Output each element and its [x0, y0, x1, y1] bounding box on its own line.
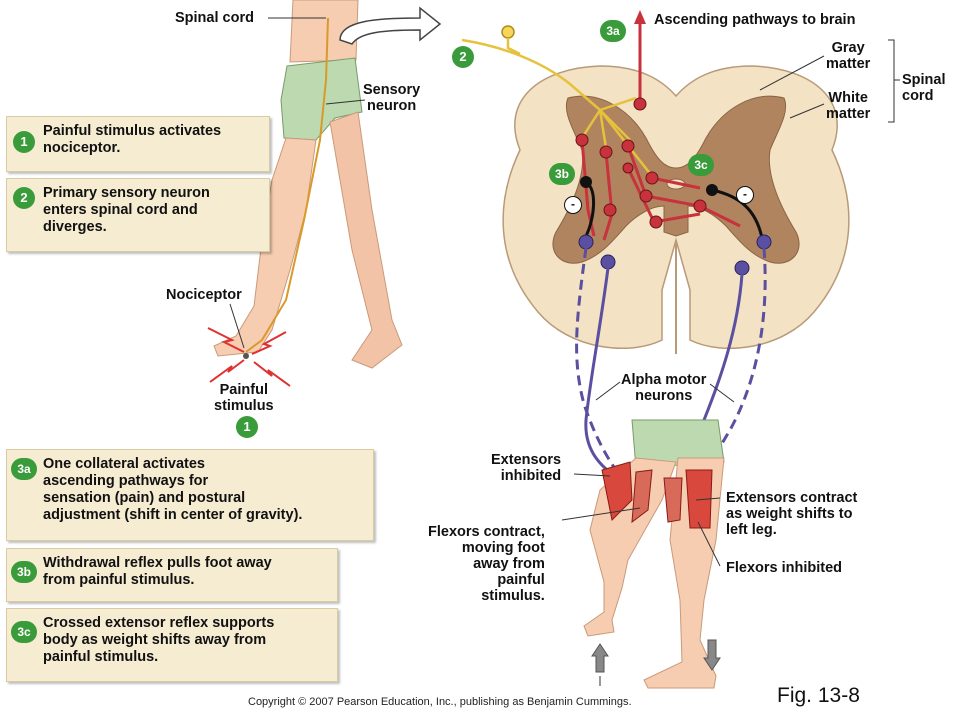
badge-3c: 3c	[688, 154, 714, 176]
badge-3a: 3a	[600, 20, 626, 42]
step-badge: 3c	[11, 621, 37, 643]
label-flexors-contract: Flexors contract, moving foot away from …	[428, 524, 545, 604]
label-nociceptor: Nociceptor	[166, 287, 242, 303]
badge-3b: 3b	[549, 163, 575, 185]
step-text: Withdrawal reflex pulls foot away from p…	[43, 555, 272, 589]
step-box-2: 2 Primary sensory neuron enters spinal c…	[6, 178, 270, 252]
label-painful-stimulus: Painful stimulus	[214, 382, 274, 414]
step-box-1: 1 Painful stimulus activates nociceptor.	[6, 116, 270, 172]
step-box-3a: 3a One collateral activates ascending pa…	[6, 449, 374, 541]
step-box-3c: 3c Crossed extensor reflex supports body…	[6, 608, 338, 682]
stimulus-bolt	[210, 360, 244, 382]
label-ascending-pathways: Ascending pathways to brain	[654, 12, 855, 28]
label-spinal-cord: Spinal cord	[175, 10, 254, 26]
badge-2: 2	[452, 46, 474, 68]
spinal-cord-section	[503, 66, 849, 354]
label-extensors-inhibited: Extensors inhibited	[491, 452, 561, 484]
step-text: Primary sensory neuron enters spinal cor…	[43, 185, 210, 236]
copyright: Copyright © 2007 Pearson Education, Inc.…	[248, 696, 632, 708]
label-alpha-motor-neurons: Alpha motor neurons	[621, 372, 706, 404]
label-extensors-contract: Extensors contract as weight shifts to l…	[726, 490, 857, 538]
label-gray-matter: Gray matter	[826, 40, 870, 72]
step-text: Crossed extensor reflex supports body as…	[43, 615, 274, 666]
step-text: One collateral activates ascending pathw…	[43, 456, 302, 524]
step-badge: 3a	[11, 458, 37, 480]
label-flexors-inhibited: Flexors inhibited	[726, 560, 842, 576]
step-badge: 3b	[11, 561, 37, 583]
spinal-cord-bracket	[888, 40, 894, 122]
flexor-muscle-right	[664, 478, 682, 522]
badge-1: 1	[236, 416, 258, 438]
step-badge: 1	[13, 131, 35, 153]
up-arrow-icon	[592, 644, 608, 672]
step-text: Painful stimulus activates nociceptor.	[43, 123, 221, 157]
figure-number: Fig. 13-8	[777, 684, 860, 708]
label-spinal-cord-side: Spinal cord	[902, 72, 946, 104]
inhibition-minus-icon: -	[564, 196, 582, 214]
step-box-3b: 3b Withdrawal reflex pulls foot away fro…	[6, 548, 338, 602]
label-white-matter: White matter	[826, 90, 870, 122]
label-sensory-neuron: Sensory neuron	[363, 82, 420, 114]
nociceptor-dot	[243, 353, 249, 359]
step-badge: 2	[13, 187, 35, 209]
inhibition-minus-icon: -	[736, 186, 754, 204]
right-leg-figure	[562, 420, 724, 688]
